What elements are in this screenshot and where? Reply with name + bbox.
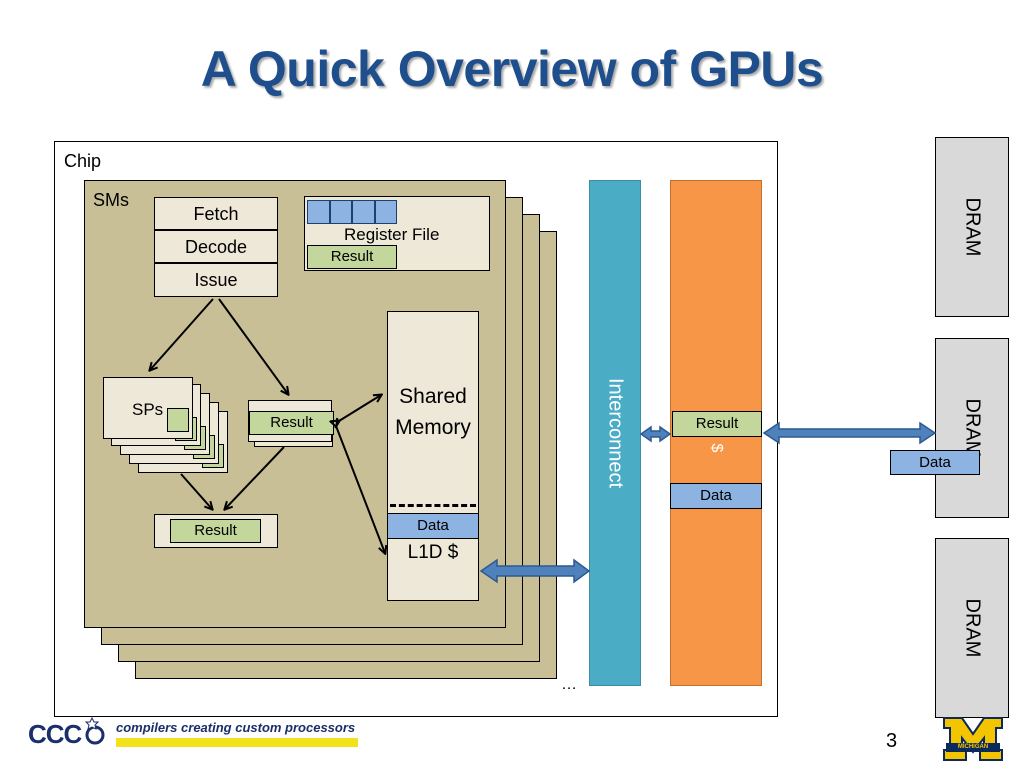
- arrow-result-to-result: [225, 446, 285, 509]
- fetch-stage: Fetch: [154, 197, 278, 230]
- ccc-logo-icon: [84, 716, 105, 745]
- sps-label: SPs: [132, 400, 164, 419]
- arrow-l2-dram: [762, 421, 937, 445]
- arrow-result-l1: [336, 426, 385, 553]
- register-cells: [307, 200, 397, 224]
- l2-result: Result: [672, 411, 762, 437]
- decode-stage: Decode: [154, 230, 278, 263]
- l1-data: Data: [387, 513, 479, 539]
- chip-label: Chip: [64, 151, 102, 171]
- register-result: Result: [307, 245, 397, 269]
- sp-mini-1: [167, 408, 189, 432]
- arrow-issue-to-result: [218, 298, 288, 394]
- dram-bank-3: DRAM: [935, 538, 1009, 718]
- bottom-result: Result: [170, 519, 261, 543]
- sms-label: SMs: [93, 190, 129, 210]
- arrow-result-shared: [339, 395, 381, 421]
- arrow-sps-to-result: [180, 473, 212, 509]
- michigan-logo-text: MICHIGAN: [957, 744, 989, 750]
- dram-bank-2: DRAM: [935, 338, 1009, 518]
- l1-divider: [390, 504, 476, 507]
- michigan-logo: MICHIGAN: [940, 716, 1006, 762]
- ellipsis: …: [561, 676, 577, 693]
- slide-title: A Quick Overview of GPUs: [200, 41, 824, 97]
- l2-data: Data: [670, 483, 762, 509]
- page-number: 3: [886, 730, 898, 752]
- arrow-interconnect-l2: [639, 425, 672, 443]
- shared-memory: [387, 311, 479, 601]
- shared-memory-label: Shared Memory: [387, 381, 479, 443]
- ccc-logo: CCC: [28, 719, 82, 749]
- register-file-label: Register File: [344, 225, 440, 244]
- dram-bank-1: DRAM: [935, 137, 1009, 317]
- l1-label: L1D $: [407, 542, 459, 563]
- shared-memory-line2: Memory: [395, 416, 471, 439]
- issue-stage: Issue: [154, 263, 278, 297]
- tagline-underline: [116, 738, 358, 747]
- arrow-issue-to-sps: [150, 298, 214, 370]
- mid-result: Result: [249, 411, 334, 435]
- interconnect: Interconnect: [589, 180, 641, 686]
- tagline: compilers creating custom processors: [116, 720, 356, 735]
- shared-memory-line1: Shared: [399, 385, 467, 408]
- dram-data: Data: [890, 450, 980, 475]
- arrow-l1-interconnect: [479, 558, 591, 584]
